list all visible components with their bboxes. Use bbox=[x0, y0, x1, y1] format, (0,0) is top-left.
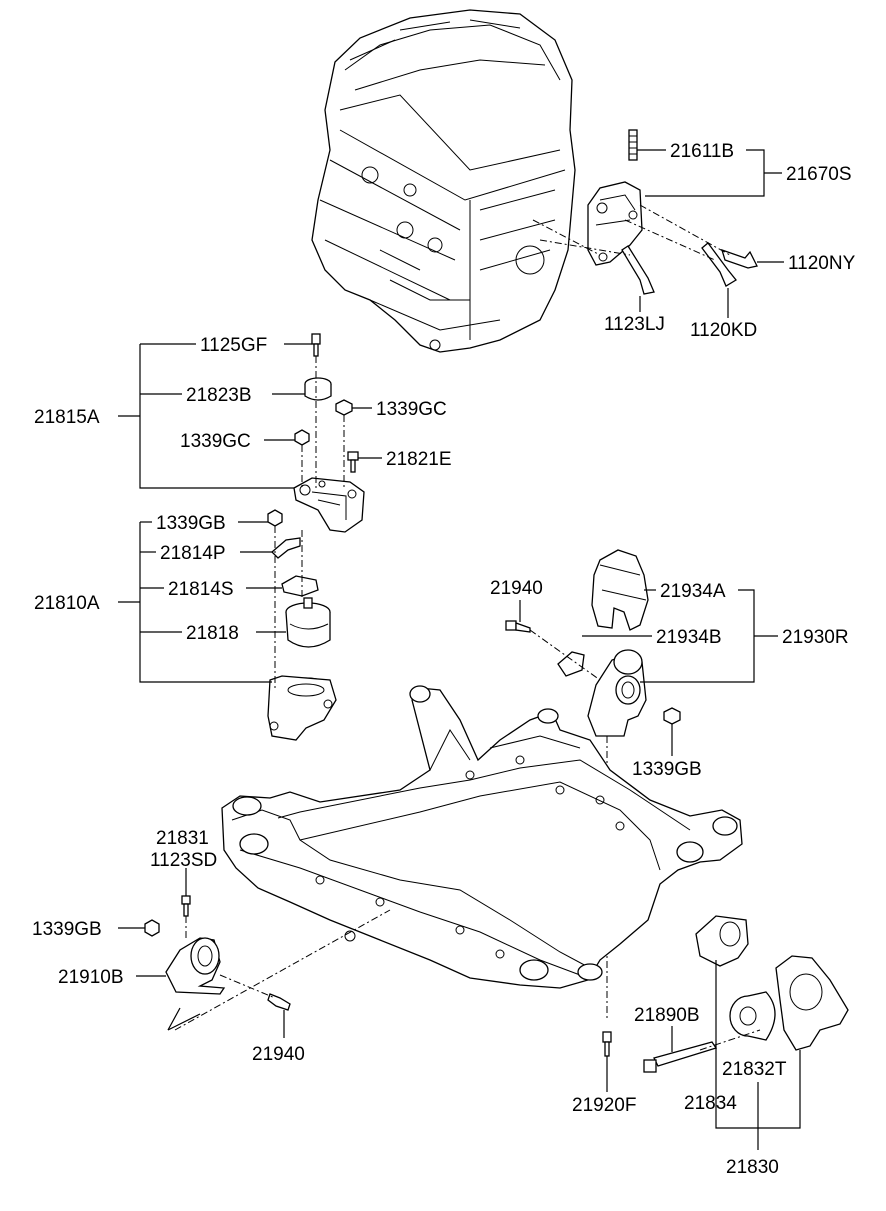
label-21890B: 21890B bbox=[634, 1005, 700, 1026]
label-21834: 21834 bbox=[684, 1093, 737, 1114]
bracket-alignment-line-a bbox=[532, 219, 601, 256]
label-21934A: 21934A bbox=[660, 581, 726, 602]
bracket-alignment-line-c bbox=[639, 204, 731, 256]
label-21818: 21818 bbox=[186, 623, 239, 644]
engine-bracket-illustration bbox=[587, 129, 758, 295]
label-21814P: 21814P bbox=[160, 543, 226, 564]
label-1123SD: 1123SD bbox=[150, 850, 217, 871]
subframe-illustration bbox=[221, 685, 743, 989]
label-21810A: 21810A bbox=[34, 593, 100, 614]
label-21823B: 21823B bbox=[186, 385, 252, 406]
upper-mount-illustration bbox=[293, 333, 365, 533]
label-21934B: 21934B bbox=[656, 627, 722, 648]
vertical-bolt-illustration bbox=[602, 1031, 612, 1057]
label-1339GB-mid: 1339GB bbox=[632, 759, 702, 780]
label-21821E: 21821E bbox=[386, 449, 452, 470]
label-21831: 21831 bbox=[156, 828, 209, 849]
lower-mount-illustration bbox=[267, 509, 337, 741]
right-mount-illustration bbox=[505, 549, 681, 737]
engine-block-illustration bbox=[311, 9, 576, 353]
label-1125GF: 1125GF bbox=[200, 335, 267, 356]
right-mount-axis bbox=[529, 629, 601, 681]
label-1339GB-left: 1339GB bbox=[32, 919, 102, 940]
label-1120NY: 1120NY bbox=[788, 253, 856, 274]
label-21940-top: 21940 bbox=[490, 578, 543, 599]
front-mount-axis-b bbox=[219, 974, 276, 999]
front-mount-illustration bbox=[144, 895, 291, 1011]
label-21815A: 21815A bbox=[34, 407, 100, 428]
leader-lines bbox=[118, 149, 801, 1150]
label-1120KD: 1120KD bbox=[690, 320, 757, 341]
label-21930R: 21930R bbox=[782, 627, 849, 648]
front-mount-axis bbox=[174, 909, 391, 1031]
label-1339GB-top: 1339GB bbox=[156, 513, 226, 534]
label-21940-bottom: 21940 bbox=[252, 1044, 305, 1065]
label-21611B: 21611B bbox=[670, 141, 734, 162]
rear-mount-axis bbox=[699, 1029, 761, 1051]
label-21920F: 21920F bbox=[572, 1095, 636, 1116]
label-21832T: 21832T bbox=[722, 1059, 787, 1080]
label-1123LJ: 1123LJ bbox=[604, 314, 665, 335]
part-labels: 21611B 21670S 1120NY 1123LJ 1120KD 1125G… bbox=[32, 141, 856, 1178]
rear-mount-illustration bbox=[643, 915, 849, 1073]
bracket-alignment-line-d bbox=[624, 219, 716, 261]
label-21814S: 21814S bbox=[168, 579, 234, 600]
label-21910B: 21910B bbox=[58, 967, 124, 988]
label-21830: 21830 bbox=[726, 1157, 779, 1178]
label-21670S: 21670S bbox=[786, 164, 852, 185]
label-1339GC-right: 1339GC bbox=[376, 399, 447, 420]
bracket-alignment-line-b bbox=[539, 239, 631, 256]
label-1339GC-left: 1339GC bbox=[180, 431, 251, 452]
